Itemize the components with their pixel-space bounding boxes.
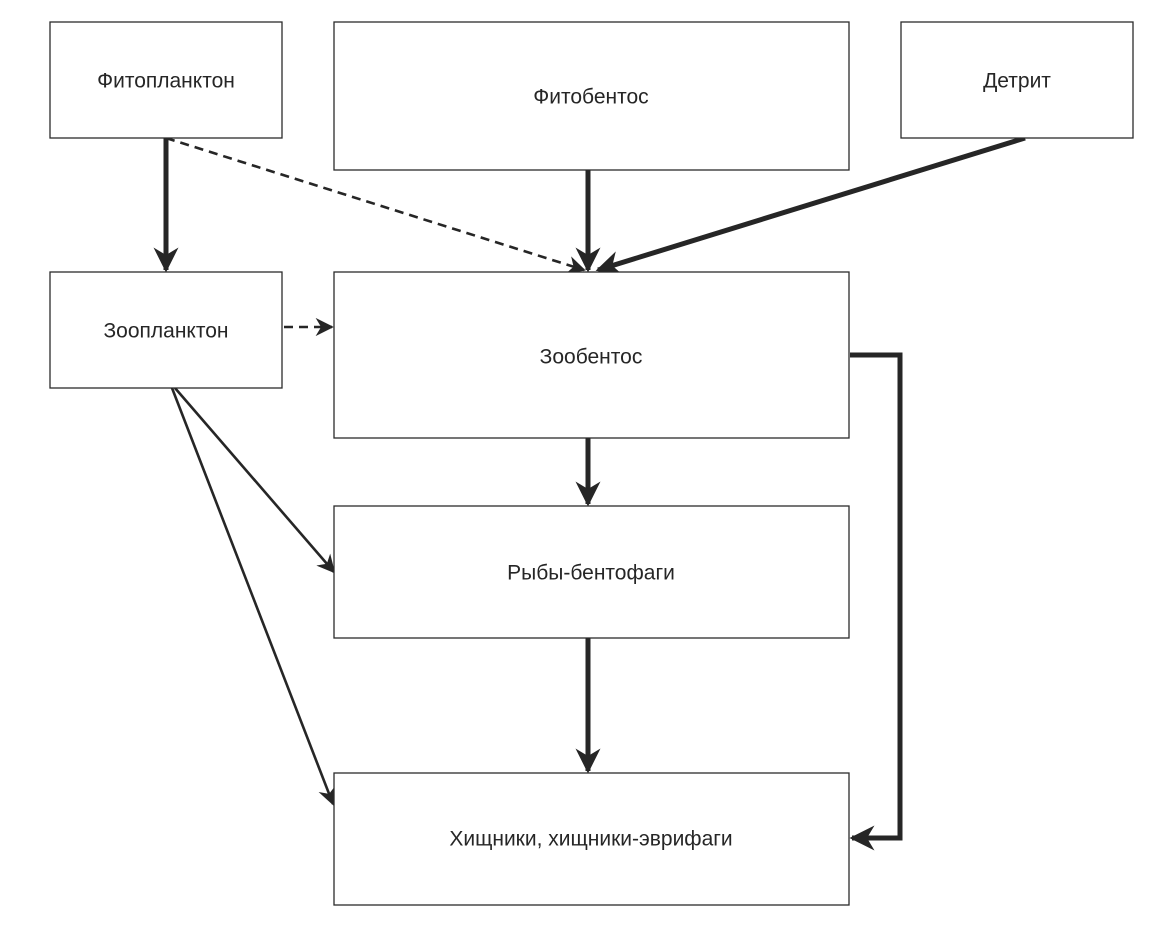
node-predators: Хищники, хищники-эврифаги xyxy=(333,772,850,906)
node-label: Зоопланктон xyxy=(103,320,228,343)
node-label: Хищники, хищники-эврифаги xyxy=(449,828,732,851)
node-zoobenthos: Зообентос xyxy=(333,271,850,439)
node-label: Зообентос xyxy=(540,346,643,369)
node-benthophage-fish: Рыбы-бентофаги xyxy=(333,505,850,639)
node-detritus: Детрит xyxy=(900,21,1134,139)
node-label: Фитопланктон xyxy=(97,70,235,93)
edge-zoobenthos-to-predators xyxy=(849,352,903,851)
node-label: Фитобентос xyxy=(533,86,648,109)
node-label: Рыбы-бентофаги xyxy=(507,562,675,585)
edge-detritus-to-zoobenthos xyxy=(595,135,1026,276)
edge-zooplankton-to-benthophage-fish xyxy=(174,387,336,574)
edges xyxy=(153,135,1026,851)
node-zooplankton: Зоопланктон xyxy=(49,271,283,389)
edge-phytoplankton-to-zoobenthos xyxy=(165,136,586,274)
node-phytoplankton: Фитопланктон xyxy=(49,21,283,139)
node-phytobenthos: Фитобентос xyxy=(333,21,850,171)
edge-zooplankton-to-predators xyxy=(170,387,336,806)
node-label: Детрит xyxy=(983,70,1051,93)
